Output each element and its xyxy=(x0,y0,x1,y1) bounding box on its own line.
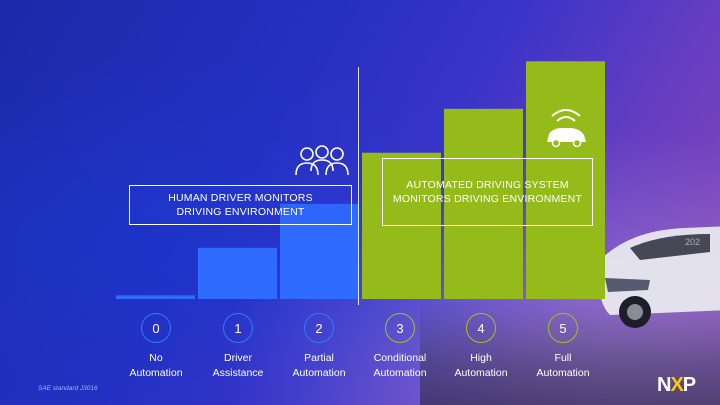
level-number-circle: 3 xyxy=(385,313,415,343)
human-driver-monitors-box: HUMAN DRIVER MONITORS DRIVING ENVIRONMEN… xyxy=(129,185,352,225)
bar-level-1 xyxy=(198,247,277,299)
level-label-line-1: High xyxy=(470,352,492,364)
level-label-line-1: Full xyxy=(554,352,572,364)
level-label-line-1: Conditional xyxy=(373,352,427,364)
level-number-circle: 1 xyxy=(223,313,253,343)
level-number-circle: 2 xyxy=(304,313,334,343)
level-number-circle: 4 xyxy=(466,313,496,343)
level-label-line-2: Automation xyxy=(536,367,590,379)
level-label-line-1: Partial xyxy=(304,352,334,364)
nxp-logo: NXP xyxy=(657,374,696,397)
people-icon xyxy=(295,145,349,176)
level-label-line-2: Automation xyxy=(454,367,508,379)
bar-level-2 xyxy=(280,203,359,299)
logo-letter-n: N xyxy=(657,374,671,396)
bar-level-0 xyxy=(116,295,195,299)
level-number-circle: 0 xyxy=(141,313,171,343)
footnote: SAE standard J3016 xyxy=(38,385,98,392)
level-label-line-2: Automation xyxy=(373,367,427,379)
logo-letter-x: X xyxy=(670,374,683,396)
bar-level-5 xyxy=(526,61,605,300)
logo-letter-p: P xyxy=(682,374,696,396)
level-label-line-1: Driver xyxy=(224,352,252,364)
human-box-line-2: DRIVING ENVIRONMENT xyxy=(176,206,305,218)
background-badge: 202 xyxy=(685,237,700,247)
ads-box-line-2: MONITORS DRIVING ENVIRONMENT xyxy=(392,193,583,205)
level-number-circle: 5 xyxy=(548,313,578,343)
background-car-image: 202 xyxy=(598,226,720,328)
level-label-line-2: Automation xyxy=(292,367,346,379)
human-vs-system-divider xyxy=(358,67,359,305)
human-box-line-1: HUMAN DRIVER MONITORS xyxy=(168,192,313,204)
bar-level-4 xyxy=(444,108,523,299)
ads-box-line-1: AUTOMATED DRIVING SYSTEM xyxy=(406,179,569,191)
level-label-line-1: No xyxy=(149,352,163,364)
connected-car-icon xyxy=(547,109,586,148)
level-label-line-2: Automation xyxy=(129,367,183,379)
level-label-line-2: Assistance xyxy=(212,367,264,379)
automated-driving-system-box: AUTOMATED DRIVING SYSTEM MONITORS DRIVIN… xyxy=(382,158,593,226)
